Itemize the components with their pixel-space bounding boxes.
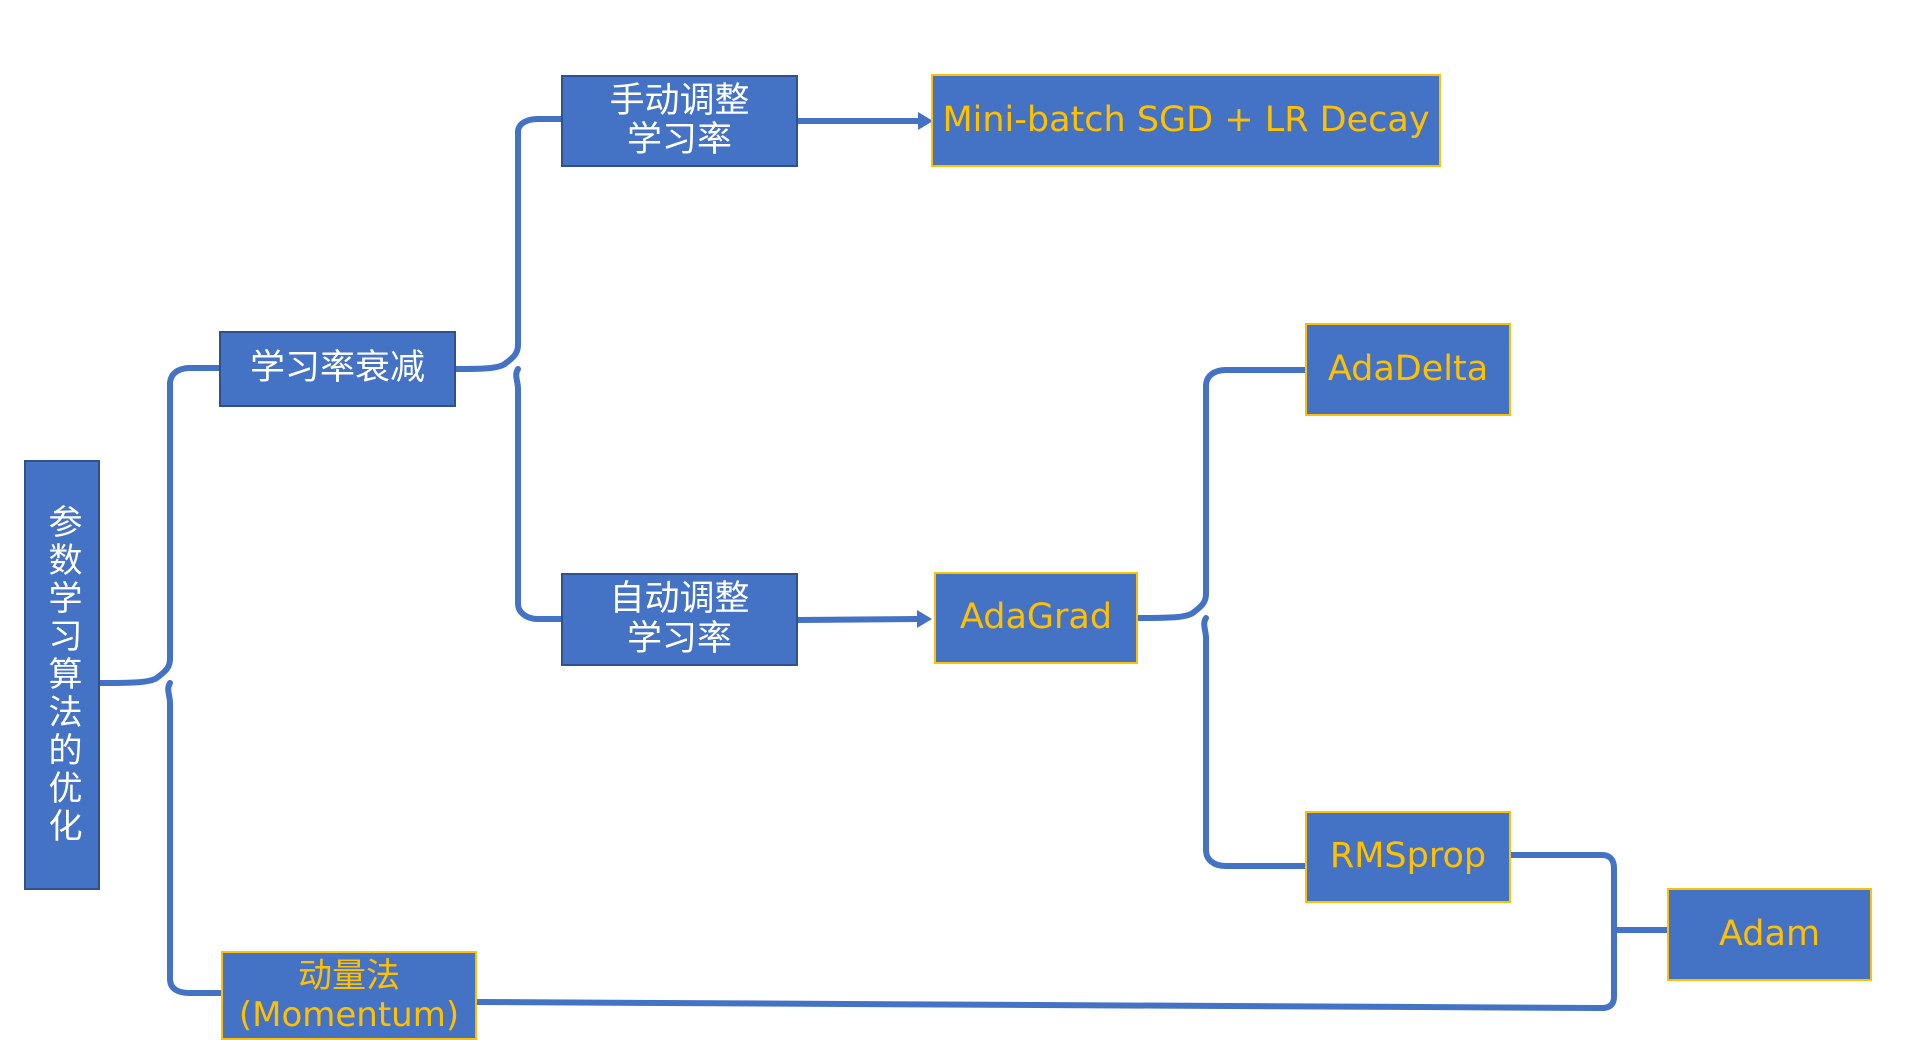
- root-to-branches-bracket: [97, 365, 223, 996]
- adam-node: Adam: [1667, 888, 1872, 981]
- root-node-label: 参数学习算法的优化: [42, 504, 82, 846]
- rmsprop-to-adam-connector: [1508, 852, 1671, 1011]
- manual-learning-rate-line-2: 学习率: [626, 120, 732, 160]
- root-node: 参数学习算法的优化: [24, 460, 100, 890]
- momentum-line-1: 动量法: [297, 956, 400, 997]
- momentum-node: 动量法 (Momentum): [221, 951, 477, 1040]
- mini-batch-sgd-node: Mini-batch SGD + LR Decay: [931, 74, 1441, 167]
- manual-learning-rate-line-1: 手动调整: [609, 80, 750, 121]
- momentum-to-adam-connector: [474, 999, 1603, 1011]
- manual-learning-rate-label: 手动调整 学习率: [609, 80, 750, 160]
- auto-learning-rate-node: 自动调整 学习率: [561, 573, 798, 666]
- auto-learning-rate-line-1: 自动调整: [609, 579, 750, 620]
- rmsprop-label: RMSprop: [1329, 836, 1487, 877]
- adadelta-node: AdaDelta: [1305, 323, 1511, 416]
- learning-rate-decay-label: 学习率衰减: [249, 348, 425, 389]
- momentum-line-2: (Momentum): [238, 994, 460, 1035]
- adagrad-bracket: [1135, 367, 1309, 869]
- adam-label: Adam: [1718, 913, 1821, 954]
- rmsprop-node: RMSprop: [1305, 811, 1511, 903]
- mini-batch-sgd-label: Mini-batch SGD + LR Decay: [942, 99, 1430, 140]
- auto-learning-rate-label: 自动调整 学习率: [609, 580, 749, 658]
- auto-to-adagrad-arrowhead: [917, 610, 932, 628]
- adagrad-node: AdaGrad: [934, 572, 1138, 664]
- learning-rate-decay-bracket: [453, 116, 565, 622]
- auto-to-adagrad-connector: [795, 616, 920, 623]
- adagrad-label: AdaGrad: [959, 597, 1113, 638]
- auto-learning-rate-line-2: 学习率: [626, 618, 732, 659]
- manual-learning-rate-node: 手动调整 学习率: [561, 75, 798, 167]
- adadelta-label: AdaDelta: [1327, 348, 1489, 389]
- manual-to-mini-batch-arrowhead: [918, 112, 933, 130]
- momentum-label: 动量法 (Momentum): [239, 957, 459, 1033]
- learning-rate-decay-node: 学习率衰减: [219, 331, 456, 407]
